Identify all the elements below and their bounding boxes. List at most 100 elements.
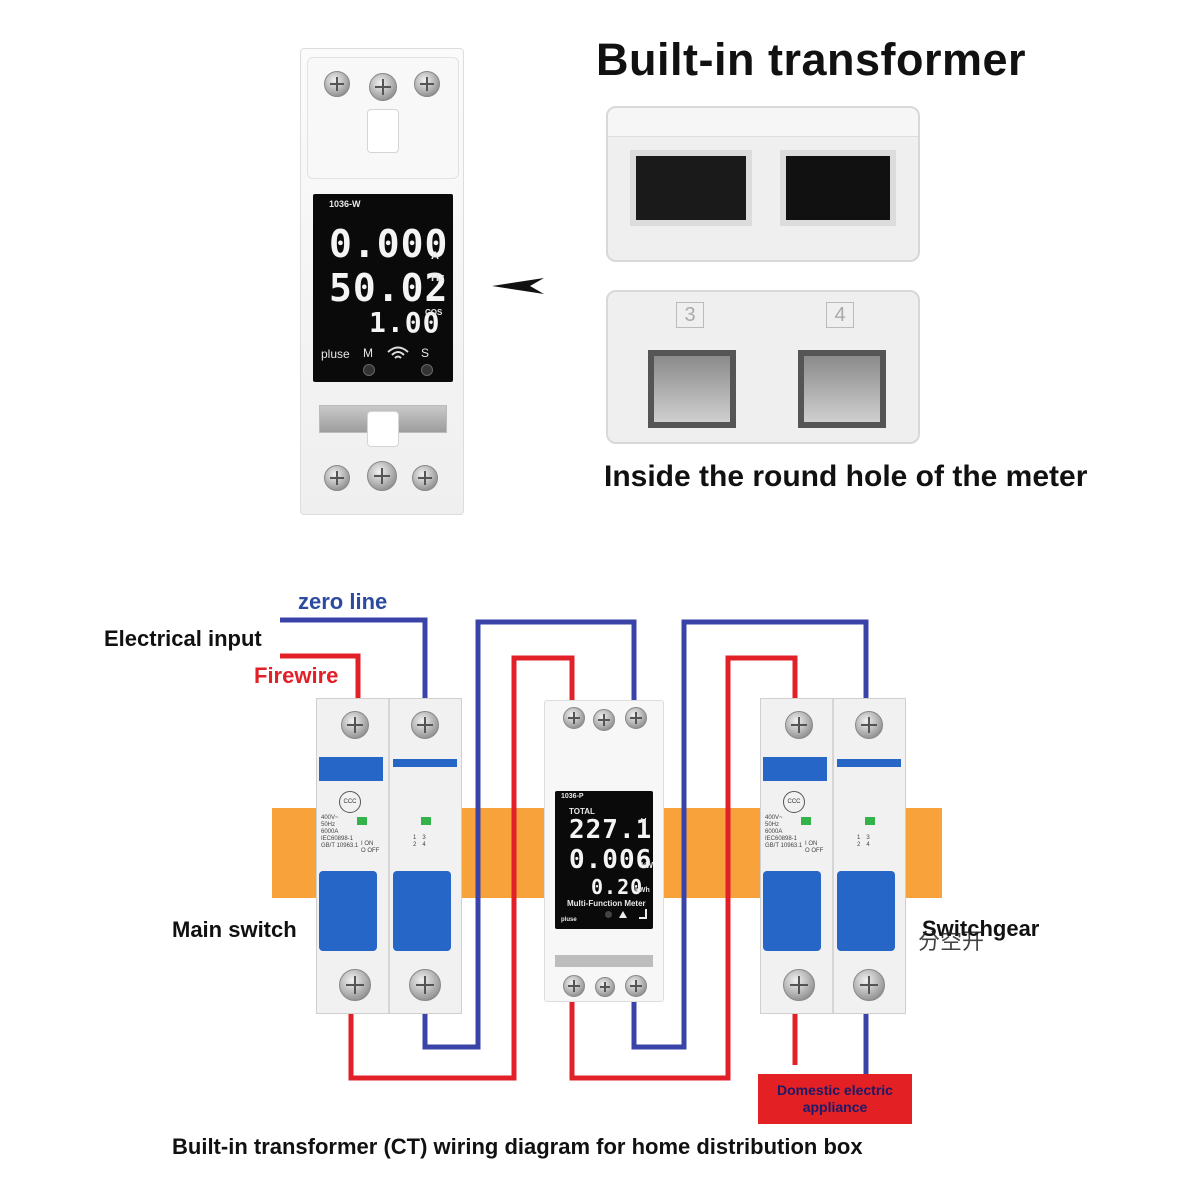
breaker-spec-text: 400V~ 50Hz 6000A IEC60898-1 GB/T 10963.1 (321, 815, 359, 849)
meter-footer-label: Multi-Function Meter (567, 899, 646, 908)
power-unit: kW (641, 861, 653, 870)
live-wire-to-switchgear (569, 655, 798, 1081)
wireless-icon (387, 346, 409, 359)
terminal-number-4: 4 (826, 302, 854, 328)
switchgear-label: Switchgear (922, 916, 1040, 941)
m-button-label: M (363, 346, 373, 360)
energy-reading: 0.20 (591, 875, 644, 899)
terminal-number-3: 3 (676, 302, 704, 328)
ccc-mark-icon: CCC (339, 791, 361, 813)
frequency-unit: Hz (431, 272, 445, 284)
pointer-arrow-icon (492, 278, 544, 294)
current-unit: A (431, 250, 439, 262)
terminal-hole-right (798, 350, 886, 428)
top-meter-housing: 1036-W 0.000 A 50.02 Hz 1.00 COS pluse M… (300, 48, 464, 515)
ct-slot-right (780, 150, 896, 226)
power-factor-reading: 1.00 (369, 306, 441, 339)
neutral-wire-to-switchgear (631, 619, 869, 1050)
terminal-screw-icon (324, 465, 350, 491)
main-switch-breaker: CCC 400V~ 50Hz 6000A IEC60898-1 GB/T 109… (316, 698, 462, 1014)
terminal-screw-icon (625, 707, 647, 729)
photo-top-rim (608, 108, 918, 137)
terminal-screw-icon (339, 969, 371, 1001)
meter-model-label: 1036-W (329, 199, 361, 209)
live-wire-input (280, 653, 361, 698)
terminal-screw-icon (369, 73, 397, 101)
breaker-spec-text: 400V~ 50Hz 6000A IEC60898-1 GB/T 10963.1 (765, 815, 803, 849)
terminal-hole-left (648, 350, 736, 428)
neutral-wire-input (280, 617, 428, 698)
breaker-onoff-text: I ON O OFF (805, 841, 824, 854)
breaker-handle-left[interactable] (319, 871, 377, 951)
total-label: TOTAL (569, 807, 595, 816)
module-divider (832, 699, 834, 1013)
status-window (865, 817, 875, 825)
appliance-box: Domestic electric appliance (758, 1074, 912, 1124)
top-meter-bottom-clip (367, 411, 399, 447)
terminal-screw-icon (411, 711, 439, 739)
zero-line-label: zero line (298, 589, 388, 614)
breaker-top-band (393, 759, 457, 767)
frequency-reading: 50.02 (329, 266, 449, 310)
live-wire-to-meter (348, 655, 575, 1081)
main-switch-label: Main switch (172, 917, 297, 942)
voltage-unit: V (641, 817, 647, 826)
center-meter-button[interactable] (605, 911, 612, 918)
center-meter-display: 1036-P TOTAL 227.1 V 0.006 kW 0.20 kWh M… (555, 791, 653, 929)
breaker-handle-left[interactable] (763, 871, 821, 951)
breaker-onoff-text: I ON O OFF (361, 841, 380, 854)
breaker-top-band (837, 759, 901, 767)
up-arrow-icon (619, 911, 627, 918)
enter-icon[interactable] (639, 909, 647, 919)
neutral-wire-to-meter (422, 619, 637, 1050)
s-button[interactable] (421, 364, 433, 376)
terminal-screw-icon (367, 461, 397, 491)
center-meter-bottom-slot (555, 955, 653, 967)
center-pluse-label: pluse (561, 917, 577, 923)
terminal-screw-icon (783, 969, 815, 1001)
terminal-screw-icon (324, 71, 350, 97)
terminal-screw-icon (785, 711, 813, 739)
s-button-label: S (421, 346, 430, 360)
terminal-screw-icon (855, 711, 883, 739)
m-button[interactable] (363, 364, 375, 376)
breaker-handle-right[interactable] (837, 871, 895, 951)
terminal-screw-icon (341, 711, 369, 739)
status-window (357, 817, 367, 825)
breaker-poles-text: 1 3 2 4 (857, 835, 870, 848)
breaker-poles-text: 1 3 2 4 (413, 835, 426, 848)
energy-unit: kWh (635, 887, 650, 894)
transformer-photo-bottom: 3 4 (606, 290, 920, 444)
module-divider (388, 699, 390, 1013)
ct-slot-left (630, 150, 752, 226)
breaker-top-band (319, 757, 383, 781)
round-hole-caption: Inside the round hole of the meter (604, 460, 1088, 493)
terminal-screw-icon (414, 71, 440, 97)
power-factor-unit: COS (425, 308, 443, 317)
switchgear-breaker: CCC 400V~ 50Hz 6000A IEC60898-1 GB/T 109… (760, 698, 906, 1014)
terminal-screw-icon (409, 969, 441, 1001)
top-meter-clip (367, 109, 399, 153)
current-reading: 0.000 (329, 222, 449, 266)
center-meter-housing: 1036-P TOTAL 227.1 V 0.006 kW 0.20 kWh M… (544, 700, 664, 1002)
breaker-top-band (763, 757, 827, 781)
center-meter-model: 1036-P (561, 793, 584, 800)
status-window (421, 817, 431, 825)
transformer-photo-top (606, 106, 920, 262)
pluse-label: pluse (321, 347, 350, 361)
switchgear-overlay-label: 分空开 (918, 930, 985, 955)
top-meter-display: 1036-W 0.000 A 50.02 Hz 1.00 COS pluse M… (313, 194, 453, 382)
terminal-screw-icon (563, 975, 585, 997)
voltage-reading: 227.1 (569, 815, 653, 845)
terminal-screw-icon (853, 969, 885, 1001)
status-window (801, 817, 811, 825)
diagram-caption: Built-in transformer (CT) wiring diagram… (172, 1134, 863, 1159)
terminal-screw-icon (625, 975, 647, 997)
terminal-screw-icon (593, 709, 615, 731)
terminal-screw-icon (595, 977, 615, 997)
breaker-handle-right[interactable] (393, 871, 451, 951)
transformer-title: Built-in transformer (596, 34, 1027, 85)
terminal-screw-icon (563, 707, 585, 729)
terminal-screw-icon (412, 465, 438, 491)
